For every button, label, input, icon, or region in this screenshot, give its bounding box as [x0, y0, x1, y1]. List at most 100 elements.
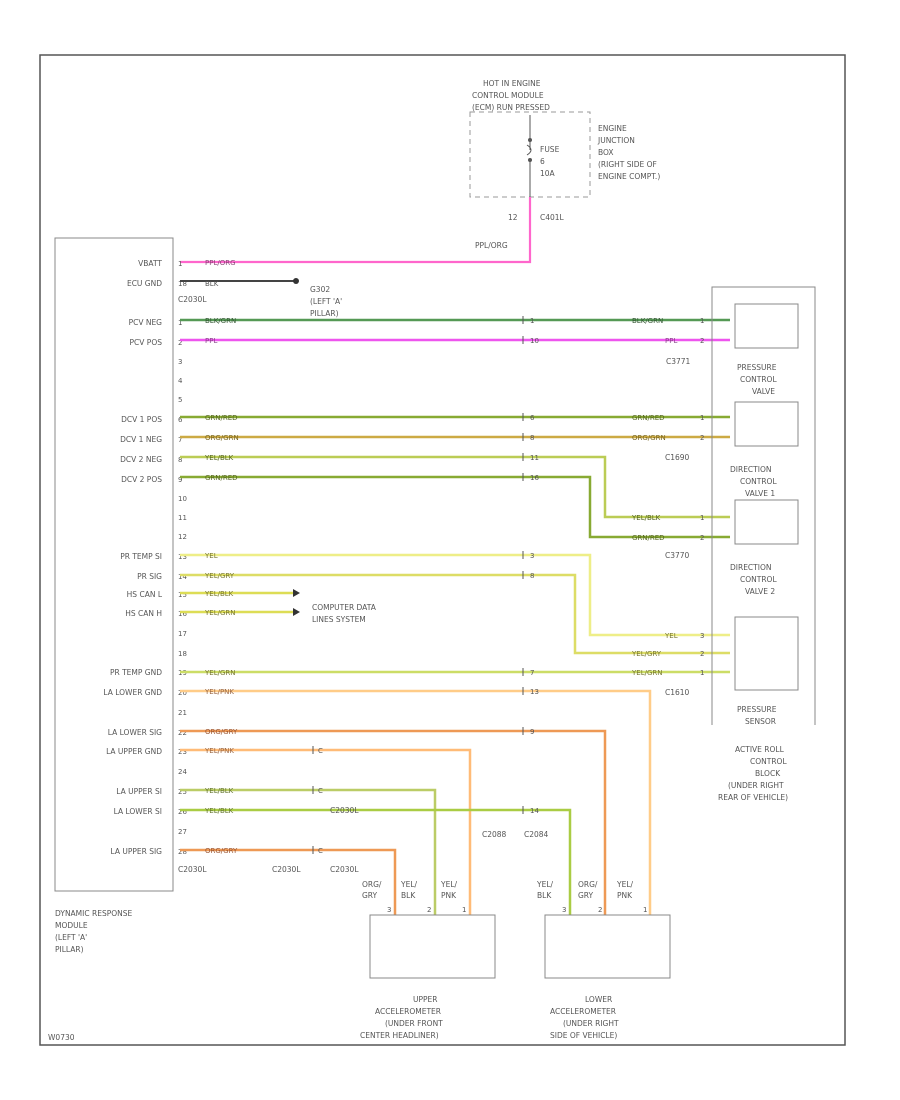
pressure-sensor: PRESSURE SENSOR C1610 YEL 3 YEL/GRY 2 YE…	[631, 616, 799, 726]
dcv1-pin-1: 1	[700, 414, 704, 422]
svg-text:ORG/: ORG/	[362, 880, 382, 889]
module-pin-label: HS CAN H	[125, 609, 162, 618]
upper-accelerometer: ORG/ GRY 3 YEL/ BLK 2 YEL/ PNK 1 UPPER A…	[360, 880, 496, 1040]
jb-name-3: BOX	[598, 148, 614, 157]
inline-connector-ua-blk: C	[312, 786, 323, 795]
direction-control-valve-1: DIRECTION CONTROL VALVE 1 C1690 GRN/RED …	[632, 401, 799, 498]
svg-text:C: C	[318, 847, 323, 855]
dcv1-pin-1-wire: GRN/RED	[632, 414, 665, 422]
module-pin-number: 21	[178, 709, 187, 717]
wire-label-la-lower-si: YEL/BLK	[204, 807, 234, 815]
wire-la-lower-sig	[180, 729, 607, 915]
connector-c2088: C2088	[482, 830, 507, 839]
module-pin-number: 6	[178, 416, 183, 424]
jb-connector: C401L	[540, 213, 565, 222]
wire-label-la-lower-gnd: YEL/PNK	[204, 688, 234, 696]
svg-text:PRESSURE: PRESSURE	[737, 705, 777, 714]
module-pin-number: 4	[178, 377, 183, 385]
svg-text:ORG/: ORG/	[578, 880, 598, 889]
ps-pin-1: 1	[700, 669, 704, 677]
module-pin-label: DCV 2 POS	[121, 475, 162, 484]
block-name-2: CONTROL	[750, 757, 787, 766]
svg-text:1: 1	[462, 906, 466, 914]
ground-name-2: (LEFT 'A'	[310, 297, 342, 306]
module-pin-label: PR TEMP GND	[110, 668, 162, 677]
inline-connector-pcv-neg: 1	[522, 316, 534, 325]
wire-la-lower-si	[180, 808, 572, 915]
ps-connector: C1610	[665, 688, 690, 697]
svg-text:PNK: PNK	[617, 891, 633, 900]
connector-c2030l-a: C2030L	[330, 806, 359, 815]
inline-connector-dcv1-pos: 6	[522, 413, 535, 422]
module-pin-label: LA LOWER GND	[103, 688, 162, 697]
wire-vbatt	[180, 197, 532, 264]
inline-connector-pr-sig: 8	[522, 571, 534, 580]
module-connector-bottom: C2030L	[178, 865, 207, 874]
svg-text:YEL/: YEL/	[536, 880, 553, 889]
module-pin-number: 10	[178, 495, 187, 503]
svg-text:ACCELEROMETER: ACCELEROMETER	[375, 1007, 441, 1016]
module-name-3: (LEFT 'A'	[55, 933, 87, 942]
wire-dcv2-pos	[180, 475, 730, 539]
inline-connector-pcv-pos: 10	[522, 336, 539, 345]
module-pin-label: LA UPPER GND	[106, 747, 162, 756]
svg-text:C: C	[318, 747, 323, 755]
pcv-pin-1: 1	[700, 317, 704, 325]
wire-pr-sig	[180, 573, 730, 655]
wire-label-hs-can-l: YEL/BLK	[204, 590, 234, 598]
inline-connector-dcv2-pos: 16	[522, 473, 539, 482]
svg-text:PRESSURE: PRESSURE	[737, 363, 777, 372]
wire-label-la-upper-sig: ORG/GRY	[205, 847, 238, 855]
module-pin-number: 25	[178, 788, 187, 796]
module-pin-label: PR SIG	[137, 572, 162, 581]
inline-connector-pr-temp: 3	[522, 551, 534, 560]
svg-text:10: 10	[530, 337, 539, 345]
jb-name-4: (RIGHT SIDE OF	[598, 160, 657, 169]
arrow-hs-can-h	[293, 608, 300, 616]
svg-text:YEL/: YEL/	[400, 880, 417, 889]
svg-text:VALVE 2: VALVE 2	[745, 587, 775, 596]
inline-connector-la-lower-si: 14	[522, 806, 539, 815]
module-pin-label: PCV NEG	[129, 318, 163, 327]
jb-name-1: ENGINE	[598, 124, 627, 133]
module-pin-number: 8	[178, 456, 182, 464]
pcv-pin-2-wire: PPL	[665, 337, 677, 345]
wire-label-dcv1-neg: ORG/GRN	[205, 434, 239, 442]
diagram-frame	[39, 54, 846, 1046]
inline-connector-ua-pnk: C	[312, 746, 323, 755]
wire-label-pcv-neg: BLK/GRN	[205, 317, 236, 325]
svg-text:UPPER: UPPER	[413, 995, 438, 1004]
svg-text:ACCELEROMETER: ACCELEROMETER	[550, 1007, 616, 1016]
wire-la-upper-sig	[180, 848, 397, 915]
svg-text:1: 1	[643, 906, 647, 914]
svg-text:9: 9	[530, 728, 534, 736]
wire-label-la-lower-sig: ORG/GRY	[205, 728, 238, 736]
wire-label-dcv1-pos: GRN/RED	[205, 414, 238, 422]
wire-label-pr-temp-gnd: YEL/GRN	[204, 669, 235, 677]
module-name-2: MODULE	[55, 921, 88, 930]
module-pin-number: 14	[178, 573, 187, 581]
svg-text:8: 8	[530, 434, 534, 442]
wire-label-vbatt: PPL/ORG	[205, 259, 236, 267]
pcv-pin-2: 2	[700, 337, 704, 345]
dcv2-pin-1: 1	[700, 514, 704, 522]
jb-title-3: (ECM) RUN PRESSED	[472, 103, 550, 112]
jb-name-2: JUNCTION	[597, 136, 635, 145]
wire-la-upper-si	[180, 788, 437, 915]
wire-pr-temp-si	[180, 553, 730, 637]
pcv-connector: C3771	[666, 357, 691, 366]
svg-text:2: 2	[598, 906, 602, 914]
svg-text:3: 3	[387, 906, 391, 914]
wire-label-gnd: BLK	[205, 280, 219, 288]
wire-label-pr-sig: YEL/GRY	[204, 572, 235, 580]
direction-control-valve-2: DIRECTION CONTROL VALVE 2 C3770 YEL/BLK …	[631, 499, 799, 596]
block-name-5: REAR OF VEHICLE)	[718, 793, 788, 802]
inline-connector-dcv2-neg: 11	[522, 453, 539, 462]
svg-text:PNK: PNK	[441, 891, 457, 900]
dcv1-connector: C1690	[665, 453, 690, 462]
svg-text:GRY: GRY	[362, 891, 378, 900]
dynamic-response-module	[54, 237, 174, 892]
svg-text:8: 8	[530, 572, 534, 580]
